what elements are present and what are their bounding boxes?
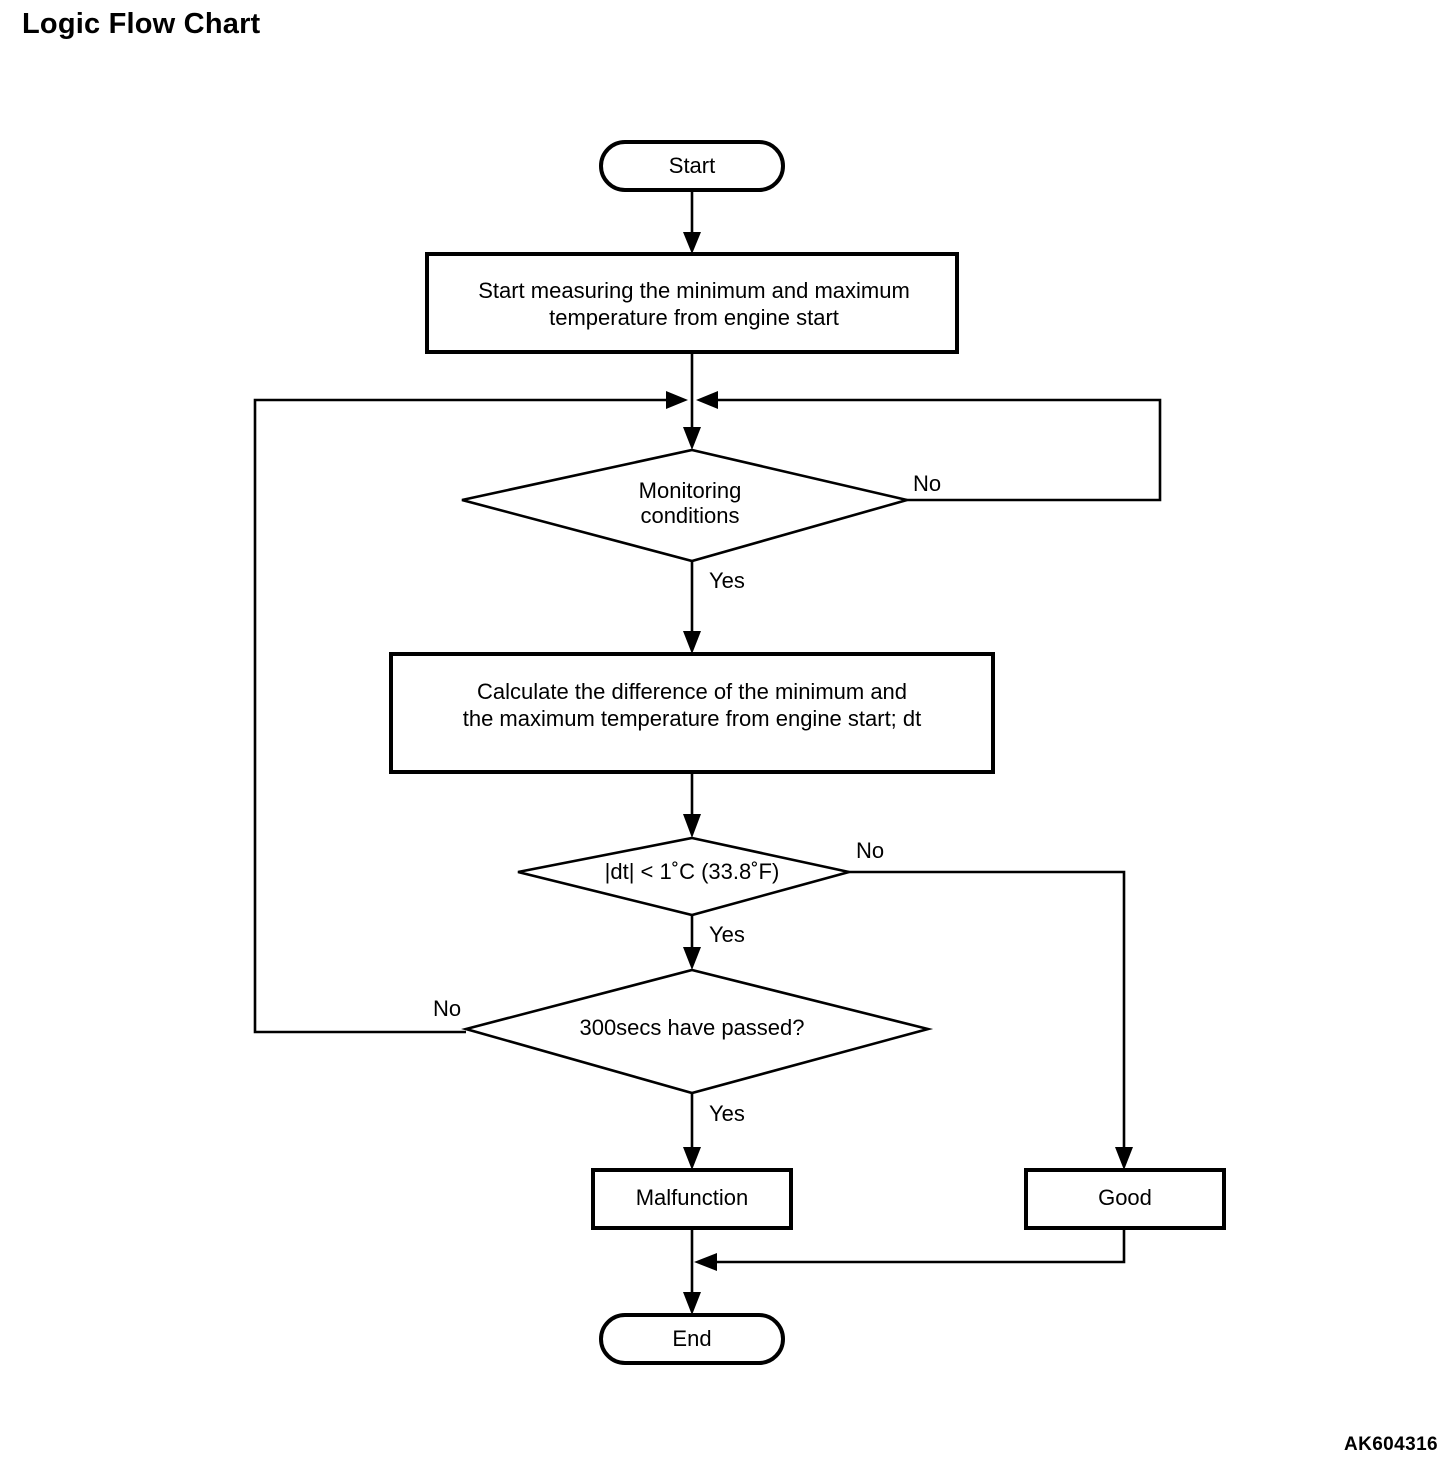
edge-measure-to-junction (683, 352, 701, 450)
node-dt-threshold-check-label: |dt| < 1˚C (33.8˚F) (605, 859, 780, 884)
edge-start-to-measure (683, 190, 701, 254)
node-start-measuring[interactable]: Start measuring the minimum and maximum … (425, 252, 959, 354)
edge-good-to-merge (694, 1228, 1126, 1271)
edge-label-time-yes: Yes (709, 1101, 745, 1126)
edge-timecheck-no-loop (253, 398, 668, 1034)
page-title: Logic Flow Chart (22, 8, 261, 40)
edge-label-monitor-yes: Yes (709, 568, 745, 593)
node-calculate-difference-line2: the maximum temperature from engine star… (463, 706, 922, 731)
node-monitoring-conditions-line1: Monitoring (639, 478, 742, 503)
node-dt-threshold-check[interactable]: |dt| < 1˚C (33.8˚F) (517, 836, 850, 917)
node-malfunction-label: Malfunction (636, 1185, 749, 1210)
edge-label-time-no: No (433, 996, 461, 1021)
edge-dtcheck-no (848, 870, 1133, 1170)
node-300secs-check[interactable]: 300secs have passed? (461, 968, 934, 1095)
node-malfunction[interactable]: Malfunction (591, 1168, 793, 1230)
edge-dtcheck-yes (683, 915, 701, 970)
node-calculate-difference-line1: Calculate the difference of the minimum … (477, 679, 907, 704)
edge-label-dt-no: No (856, 838, 884, 863)
node-good[interactable]: Good (1024, 1168, 1226, 1230)
node-monitoring-conditions[interactable]: Monitoring conditions (461, 448, 908, 563)
node-calculate-difference[interactable]: Calculate the difference of the minimum … (389, 652, 995, 774)
junction-merge-arrows (666, 391, 718, 409)
edge-calculate-to-dtcheck (683, 772, 701, 838)
figure-code: AK604316 (1343, 1434, 1438, 1455)
node-300secs-check-label: 300secs have passed? (579, 1015, 804, 1040)
edge-label-dt-yes: Yes (709, 922, 745, 947)
edge-label-monitor-no: No (913, 471, 941, 496)
node-start-measuring-line1: Start measuring the minimum and maximum (478, 278, 910, 303)
edge-monitor-yes (683, 561, 701, 654)
edge-timecheck-yes (683, 1093, 701, 1170)
node-end[interactable]: End (599, 1313, 785, 1365)
edge-malfunction-to-end (683, 1228, 701, 1315)
node-good-label: Good (1098, 1185, 1152, 1210)
node-start[interactable]: Start (599, 140, 785, 192)
edge-monitor-no-loop (716, 398, 1162, 502)
node-end-label: End (672, 1326, 711, 1351)
node-start-label: Start (669, 153, 715, 178)
node-start-measuring-line2: temperature from engine start (549, 305, 839, 330)
node-monitoring-conditions-line2: conditions (640, 503, 739, 528)
